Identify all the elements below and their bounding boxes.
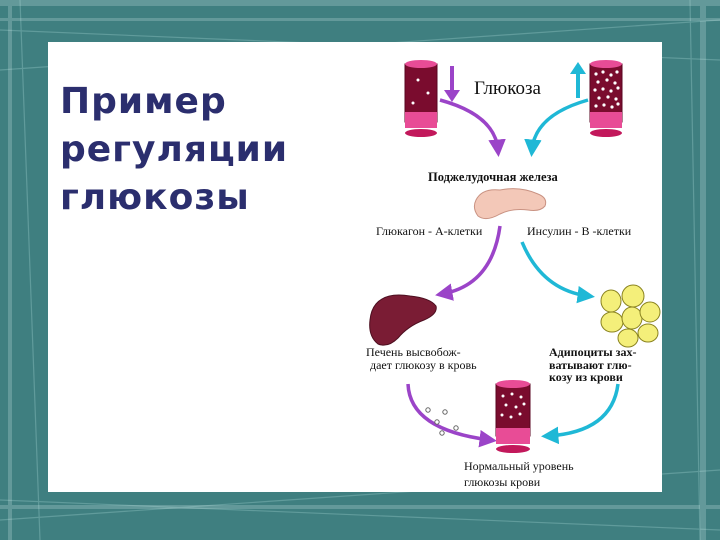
title-line-3: глюкозы <box>60 177 250 218</box>
liver-label-line-2: дает глюкозу в кровь <box>370 358 477 372</box>
adipocyte-label-line-1: Адипоциты зах- <box>549 345 636 359</box>
tube-low-glucose <box>404 60 438 137</box>
adipocyte-label-line-3: козу из крови <box>549 370 623 384</box>
slide-title: Пример регуляции глюкозы <box>60 78 288 222</box>
slide-card <box>48 42 662 492</box>
pancreas-label: Поджелудочная железа <box>428 170 559 184</box>
title-line-1: Пример <box>60 81 227 122</box>
title-line-2: регуляции <box>60 129 289 170</box>
glucose-up-arrow <box>570 62 586 98</box>
adipocytes-image <box>600 284 661 348</box>
adipocyte-label-line-2: ватывают глю- <box>549 358 632 372</box>
glucose-down-arrow <box>444 66 460 102</box>
tube-normal-glucose <box>495 380 531 453</box>
arrow-blood-to-adipocytes <box>541 383 620 445</box>
tube-high-glucose <box>589 60 623 137</box>
adipocyte-label: Адипоциты зах- ватывают глю- козу из кро… <box>549 345 639 384</box>
glucagon-label: Глюкагон - А-клетки <box>376 224 483 238</box>
normal-label-line-1: Нормальный уровень <box>464 459 574 473</box>
arrow-liver-to-blood <box>406 383 497 448</box>
liver-image <box>369 294 437 346</box>
arrow-glucagon-to-liver <box>435 225 502 301</box>
glucose-molecules <box>425 407 459 436</box>
liver-label-line-1: Печень высвобож- <box>366 345 461 359</box>
glucose-label: Глюкоза <box>474 78 542 99</box>
arrow-high-to-pancreas <box>524 98 589 157</box>
arrow-insulin-to-adipocytes <box>520 241 595 304</box>
pancreas-image <box>473 188 547 220</box>
arrow-low-to-pancreas <box>439 98 506 157</box>
normal-level-label: Нормальный уровень глюкозы крови <box>464 459 577 489</box>
liver-label: Печень высвобож- дает глюкозу в кровь <box>366 345 477 372</box>
insulin-label: Инсулин - В -клетки <box>527 224 632 238</box>
normal-label-line-2: глюкозы крови <box>464 475 541 489</box>
